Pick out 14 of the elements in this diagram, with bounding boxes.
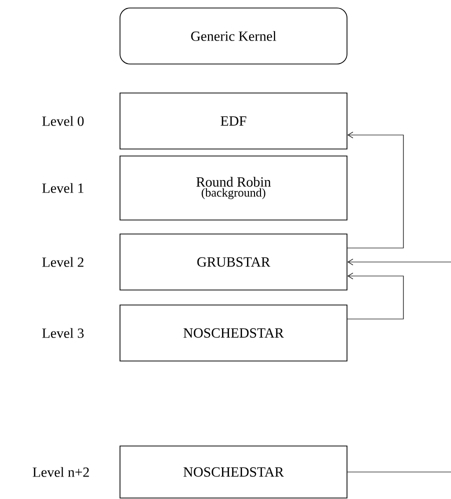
level-box: NOSCHEDSTAR (120, 304, 348, 362)
level-box: NOSCHEDSTAR (120, 446, 348, 498)
arrow (347, 258, 451, 266)
level-label: Level n+2 (32, 467, 89, 477)
level-box: EDF (120, 92, 348, 150)
level-label: Level 0 (42, 116, 84, 126)
level-box: GRUBSTAR (120, 234, 348, 290)
level-label: Level 3 (42, 328, 84, 338)
arrow (347, 132, 404, 248)
kernel-box: Generic Kernel (120, 8, 348, 64)
level-label: Level 1 (42, 183, 84, 193)
level-label: Level 2 (42, 257, 84, 267)
level-box: Round Robin (background) (120, 156, 348, 220)
arrow (347, 272, 404, 320)
